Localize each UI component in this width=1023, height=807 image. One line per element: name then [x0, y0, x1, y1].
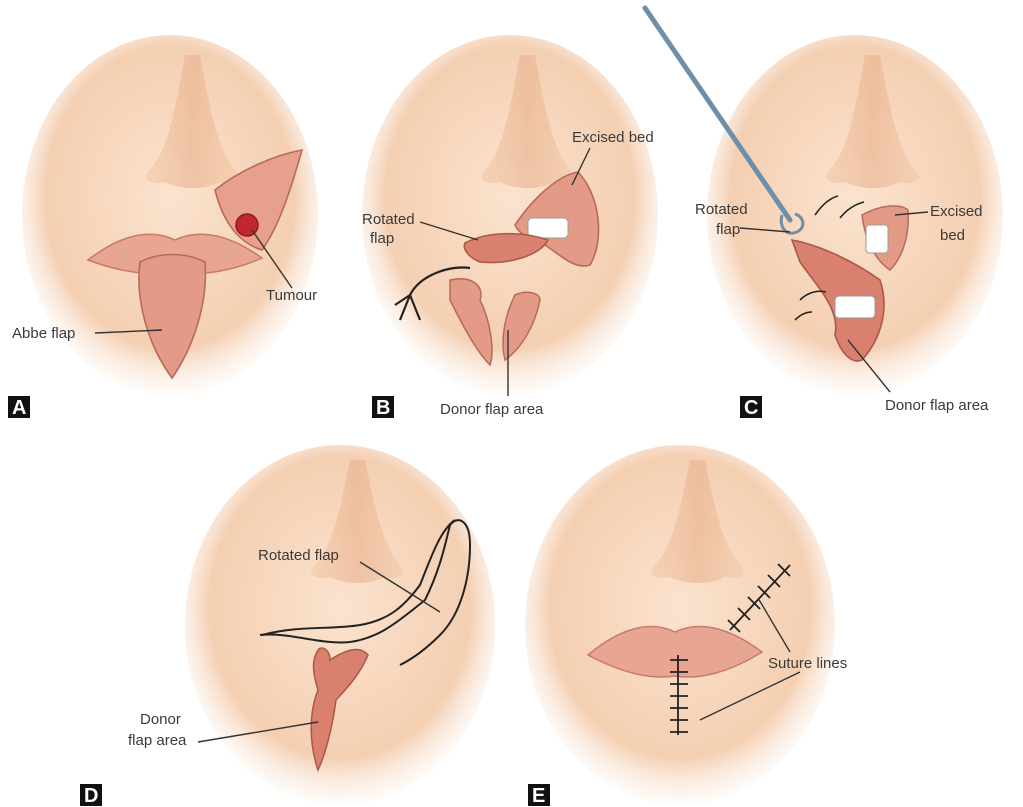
teeth-b — [528, 218, 568, 238]
teeth-c-lower — [835, 296, 875, 318]
tumour-label: Tumour — [266, 287, 317, 304]
panel-a: Tumour Abbe flap A — [8, 35, 318, 419]
rotated-label-b-1: Rotated — [362, 211, 415, 228]
panel-e: Suture lines E — [525, 445, 847, 807]
rotated-label-c-2: flap — [716, 221, 740, 238]
face-e — [525, 445, 835, 805]
excised-bed-label-b: Excised bed — [572, 129, 654, 146]
panel-b-letter: B — [376, 397, 390, 419]
teeth-c-upper — [866, 225, 888, 253]
abbe-flap-label: Abbe flap — [12, 325, 75, 342]
panel-e-letter: E — [532, 785, 545, 807]
panel-c-letter: C — [744, 397, 758, 419]
donor-label-d-1: Donor — [140, 711, 181, 728]
suture-label-e: Suture lines — [768, 655, 847, 672]
panel-d-letter: D — [84, 785, 98, 807]
donor-label-d-2: flap area — [128, 732, 187, 749]
rotated-label-c-1: Rotated — [695, 201, 748, 218]
panel-a-letter: A — [12, 397, 26, 419]
donor-label-c: Donor flap area — [885, 397, 989, 414]
panel-b: Excised bed Rotated flap Donor flap area… — [362, 35, 658, 419]
rotated-label-b-2: flap — [370, 230, 394, 247]
panel-c: Rotated flap Excised bed Donor flap area… — [645, 8, 1003, 419]
donor-label-b: Donor flap area — [440, 401, 544, 418]
excised-label-c-2: bed — [940, 227, 965, 244]
excised-label-c-1: Excised — [930, 203, 983, 220]
rotated-label-d: Rotated flap — [258, 547, 339, 564]
panel-d: Rotated flap Donor flap area D — [80, 445, 495, 807]
